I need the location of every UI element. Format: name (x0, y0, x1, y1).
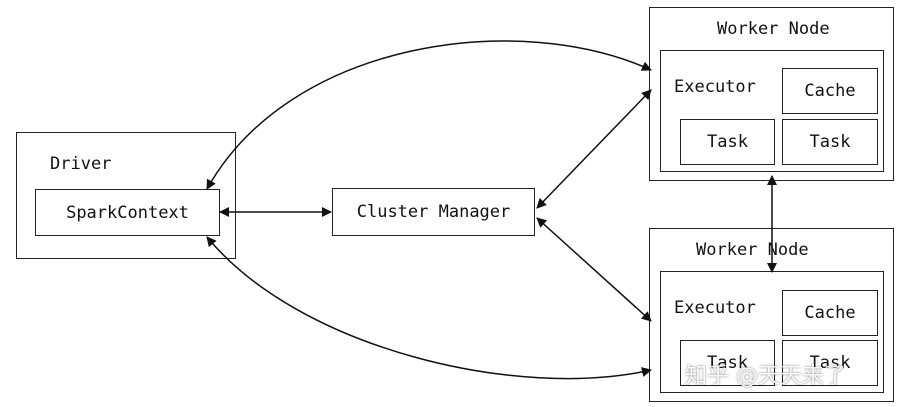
task-1b: Task (782, 119, 878, 165)
executor-2-label: Executor (674, 298, 756, 318)
cache-2: Cache (782, 290, 878, 336)
driver-title: Driver (50, 154, 112, 174)
task-2a: Task (680, 340, 775, 386)
task-2b: Task (782, 340, 878, 386)
arrow-driver-worker1 (206, 40, 652, 190)
watermark: 知乎 @天天来了 (685, 364, 846, 389)
task-1a: Task (680, 119, 775, 165)
cluster-manager-box: Cluster Manager (332, 188, 535, 236)
cache-1: Cache (782, 68, 878, 114)
worker-node-1-title: Worker Node (717, 19, 830, 39)
arrow-driver-worker2 (206, 236, 652, 380)
spark-context-box: SparkContext (35, 189, 220, 236)
executor-1-label: Executor (674, 77, 756, 97)
arrow-cluster-worker1 (536, 89, 652, 209)
worker-node-2-title: Worker Node (696, 240, 809, 260)
arrow-cluster-worker2 (536, 217, 652, 322)
